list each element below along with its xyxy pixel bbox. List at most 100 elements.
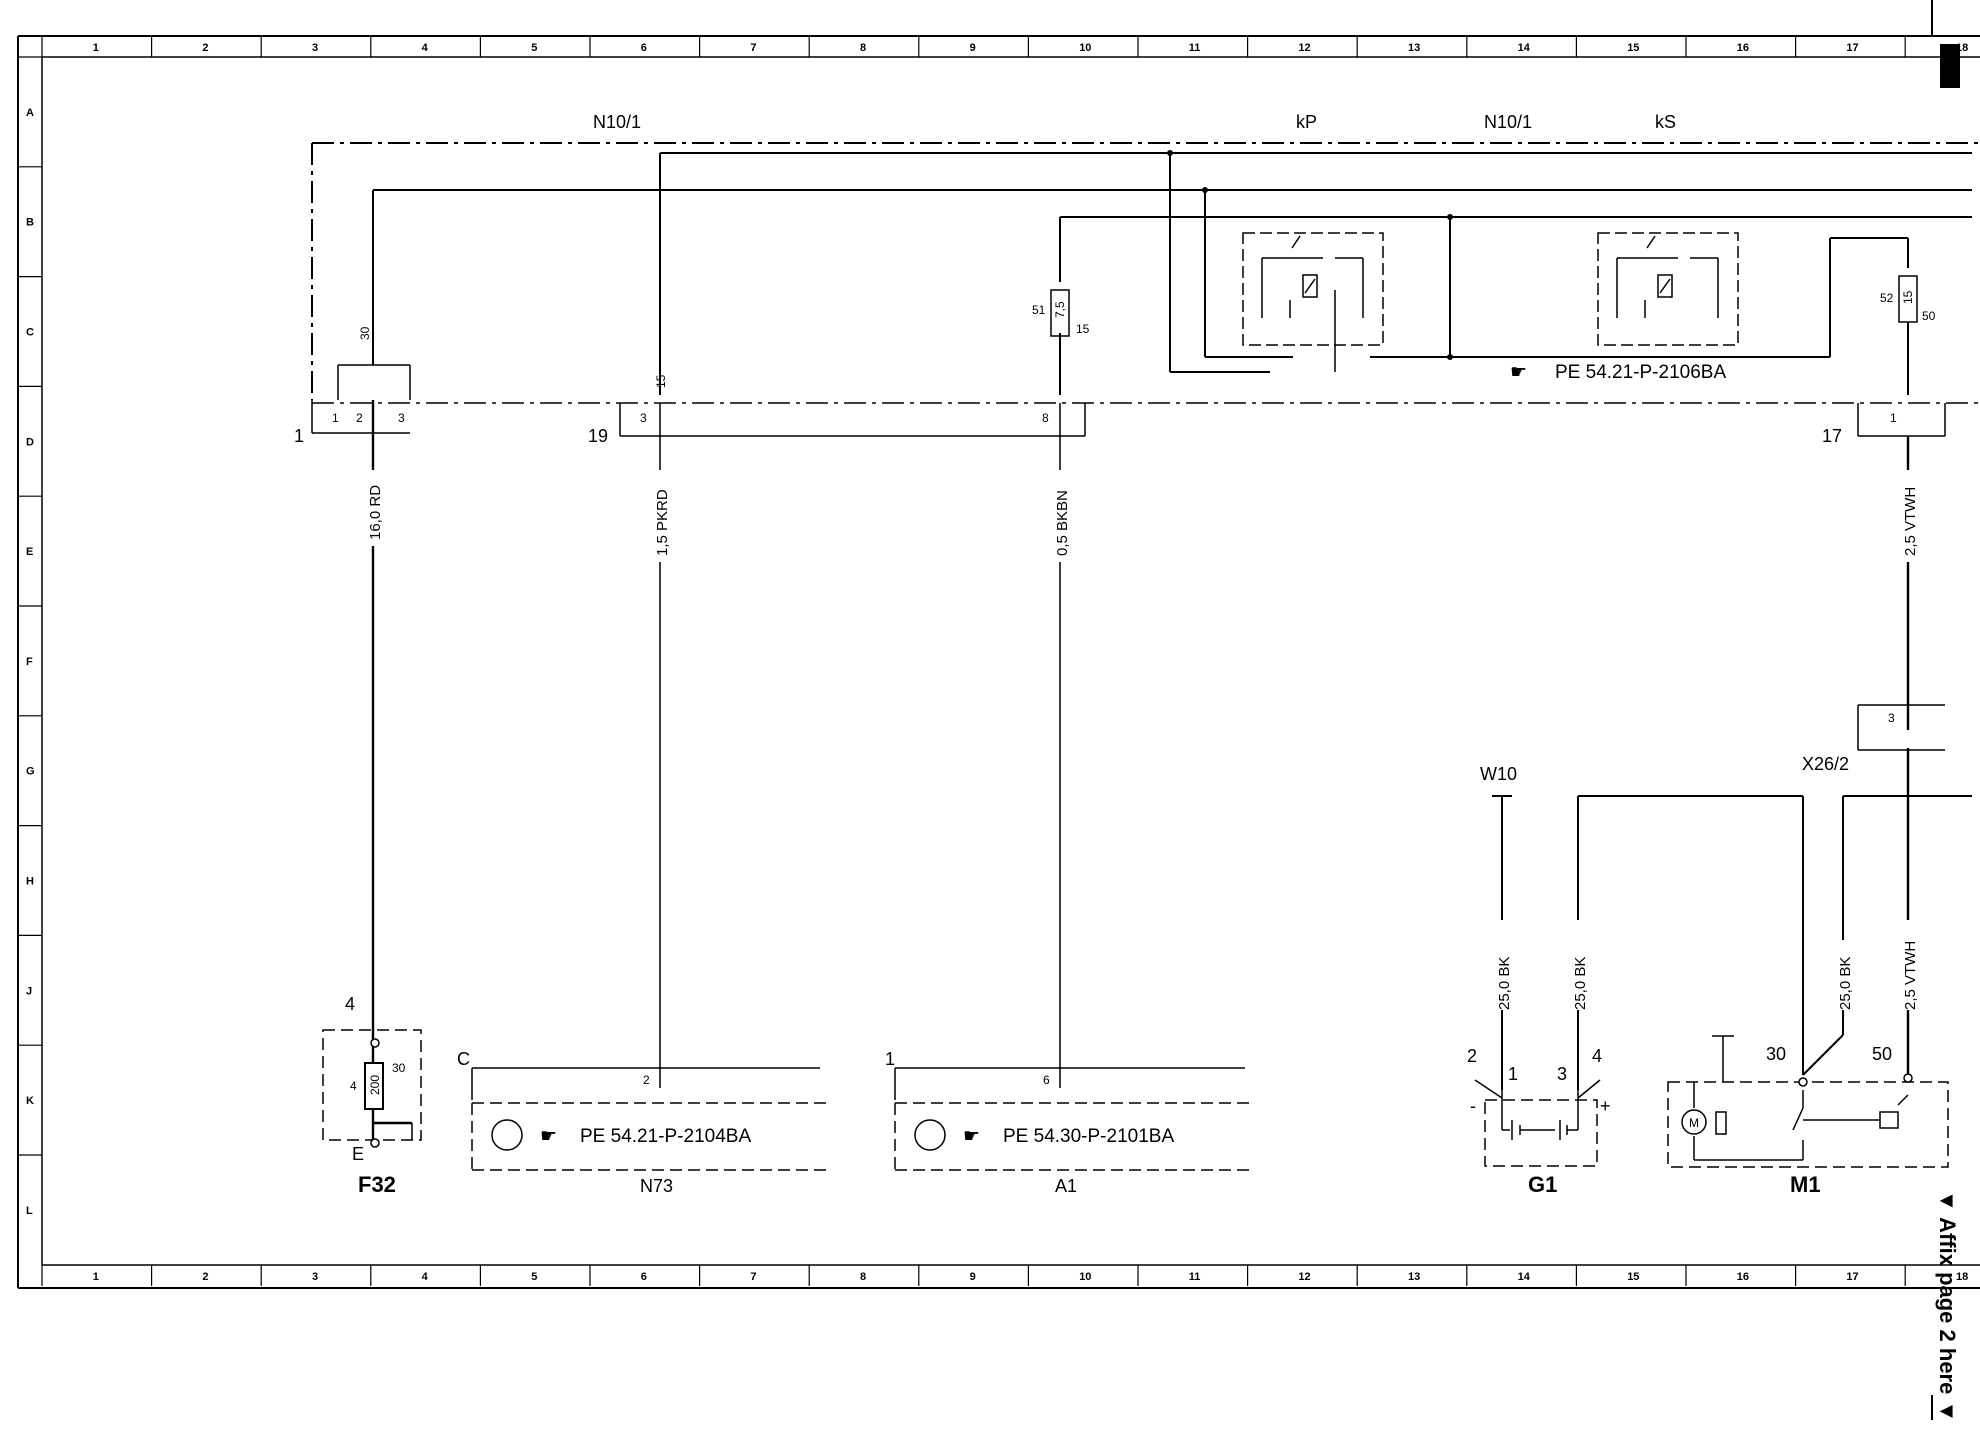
grid-column-label: 17: [1846, 42, 1858, 54]
grid-row-label: D: [26, 436, 34, 448]
grid-row-label: F: [26, 656, 33, 668]
g1-plus: +: [1600, 1096, 1611, 1116]
fuse-right-out: 50: [1922, 309, 1936, 323]
grid-row-label: E: [26, 546, 33, 558]
grid-column-label: 1: [93, 1271, 99, 1283]
grid-column-label: 17: [1846, 1271, 1858, 1283]
a1-pin: 6: [1043, 1073, 1050, 1087]
frame: [17, 0, 1980, 1420]
grid-column-label: 10: [1079, 42, 1091, 54]
grid-labels: 1122334455667788991010111112121313141415…: [26, 42, 1968, 1283]
grid-column-label: 10: [1079, 1271, 1091, 1283]
fuse-right-in: 52: [1880, 291, 1894, 305]
grid-column-label: 6: [641, 42, 647, 54]
grid-column-label: 16: [1737, 42, 1749, 54]
connector-pin: 15: [654, 374, 668, 388]
lower-right-wires: [1492, 795, 1972, 1090]
relay-label-ks: kS: [1655, 112, 1676, 132]
connector-pin: 1: [1890, 411, 1897, 425]
grid-column-label: 2: [202, 42, 208, 54]
module-label-right: N10/1: [1484, 112, 1532, 132]
w10-label: W10: [1480, 764, 1517, 784]
connector-c19-label: 19: [588, 426, 608, 446]
grid-column-label: 6: [641, 1271, 647, 1283]
grid-row-label: J: [26, 985, 32, 997]
affix-note: ▼ Affix page 2 here ▼: [1935, 1190, 1960, 1422]
g1-p2: 2: [1467, 1046, 1477, 1066]
fuse-left-out: 15: [1076, 322, 1090, 336]
connector-c17-label: 17: [1822, 426, 1842, 446]
fuse-left: [1050, 289, 1070, 337]
a1-corner: 1: [885, 1049, 895, 1069]
connector-pin: 3: [1888, 711, 1895, 725]
wire-label: 2,5 VTWH: [1902, 487, 1919, 556]
component-m1: [1667, 1035, 1949, 1168]
n73-ref-icon: ☛: [540, 1126, 557, 1147]
g1-name: G1: [1528, 1172, 1557, 1197]
wire-label: 16,0 RD: [367, 485, 384, 540]
corner-black-marker: [1940, 44, 1960, 88]
relay-ks: [1597, 232, 1739, 346]
grid-ticks: [18, 36, 1906, 1286]
module-label-left: N10/1: [593, 112, 641, 132]
main-wires: [371, 400, 1910, 1088]
grid-column-label: 7: [750, 42, 756, 54]
module-boundary: [311, 142, 1980, 404]
n73-corner: C: [457, 1049, 470, 1069]
bus-junction: [1167, 150, 1173, 156]
relay-ref-label: ☛: [1510, 362, 1527, 383]
grid-column-label: 14: [1518, 42, 1531, 54]
component-g1: [1474, 1079, 1601, 1167]
grid-column-label: 11: [1189, 1271, 1201, 1283]
grid-column-label: 12: [1298, 42, 1310, 54]
f32-terminal: [370, 1138, 380, 1148]
fuse-left-value: 7,5: [1053, 301, 1067, 318]
connector-x26: [1857, 704, 1945, 751]
connector-pin: 30: [358, 326, 372, 340]
grid-column-label: 5: [531, 1271, 537, 1283]
bus-junction: [1447, 354, 1453, 360]
component-a1: [894, 1067, 1255, 1171]
grid-row-label: G: [26, 766, 35, 778]
grid-column-label: 13: [1408, 1271, 1420, 1283]
component-n73: [471, 1067, 830, 1171]
relay-label-kp: kP: [1296, 112, 1317, 132]
connector-pin: 8: [1042, 411, 1049, 425]
n73-ref: PE 54.21-P-2104BA: [580, 1126, 751, 1147]
f32-name: F32: [358, 1172, 396, 1197]
connector-1: [311, 364, 411, 434]
grid-column-label: 7: [750, 1271, 756, 1283]
grid-column-label: 1: [93, 42, 99, 54]
grid-column-label: 18: [1956, 1271, 1968, 1283]
x26-label: X26/2: [1802, 754, 1849, 774]
grid-column-label: 5: [531, 42, 537, 54]
m1-p30: 30: [1766, 1044, 1786, 1064]
wire-label: 25,0 BK: [1496, 957, 1513, 1010]
a1-name: A1: [1055, 1176, 1077, 1196]
fuse-right: [1898, 275, 1918, 323]
n73-pin: 2: [643, 1073, 650, 1087]
f32-terminal: [370, 1038, 380, 1048]
grid-column-label: 4: [422, 42, 429, 54]
grid-column-label: 15: [1627, 1271, 1639, 1283]
g1-minus: -: [1470, 1096, 1476, 1116]
grid-row-label: C: [26, 327, 34, 339]
grid-column-label: 12: [1298, 1271, 1310, 1283]
grid-column-label: 16: [1737, 1271, 1749, 1283]
grid-column-label: 8: [860, 1271, 866, 1283]
bus-junction: [1202, 187, 1208, 193]
m1-p50: 50: [1872, 1044, 1892, 1064]
wire-label: 25,0 BK: [1572, 957, 1589, 1010]
m1-motor: M: [1689, 1116, 1699, 1130]
connector-17: [1857, 403, 1946, 437]
fuse-left-in: 51: [1032, 303, 1046, 317]
connector-19: [619, 403, 1086, 437]
f32-pin-30: 30: [392, 1061, 406, 1075]
grid-column-label: 2: [202, 1271, 208, 1283]
g1-p3: 3: [1557, 1064, 1567, 1084]
f32-pin-top: 4: [345, 994, 355, 1014]
connector-c1-label: 1: [294, 426, 304, 446]
connector-pin: 3: [398, 411, 405, 425]
grid-row-label: H: [26, 876, 34, 888]
